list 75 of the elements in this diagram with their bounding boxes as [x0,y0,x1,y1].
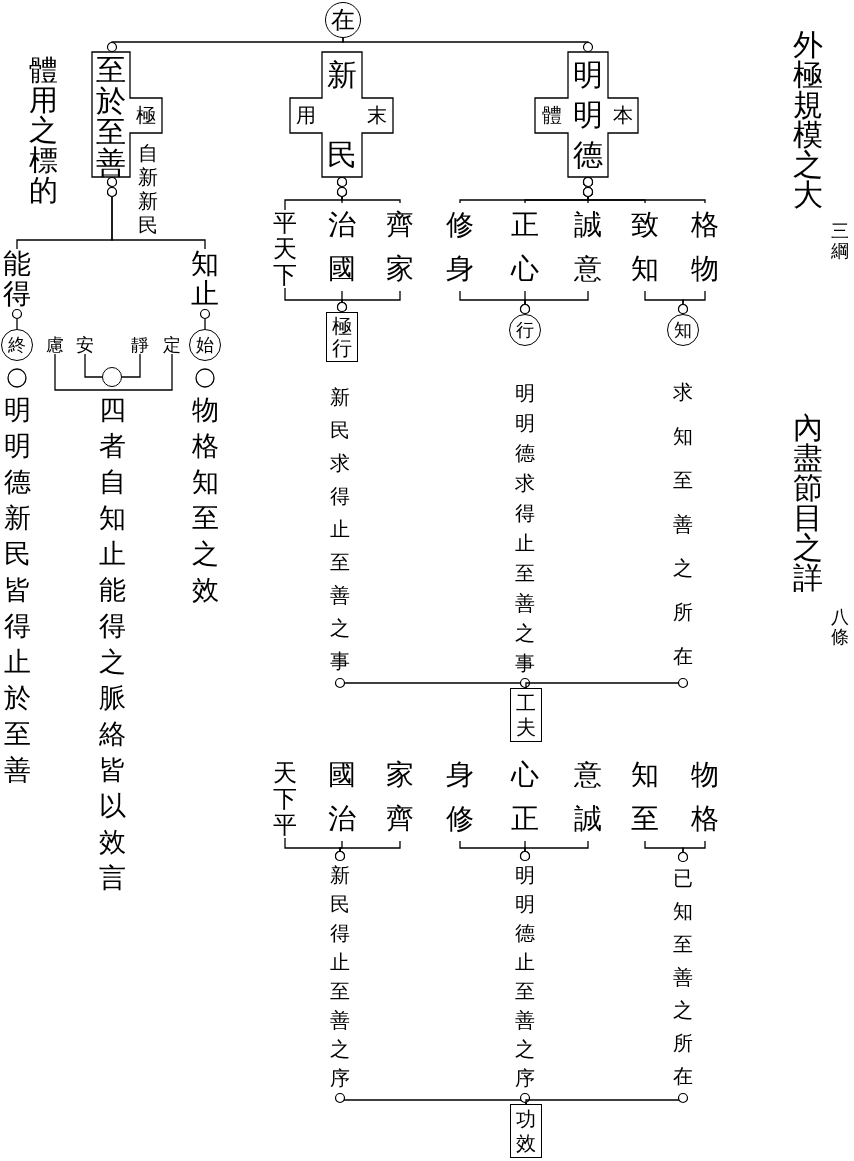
brace-line [677,840,706,863]
vertical-label: 定 [161,336,183,354]
connector-line [54,353,173,391]
vertical-label: 能得 [1,249,33,309]
circled-label: 在 [325,2,361,38]
box-text: 體 [541,105,563,125]
vertical-label: 求知至善之所在 [671,370,695,678]
box-text: 至於至善 [95,53,127,178]
box-text: 末 [366,105,388,125]
vertical-label: 修身 [444,203,476,291]
brace-line [582,176,706,204]
vertical-label: 身修 [444,753,476,841]
boxed-label: 工夫 [510,688,542,742]
circled-label: 始 [189,329,221,361]
box-text: 本 [612,105,634,125]
box-text: 新民 [326,56,358,174]
brace-line [677,290,706,315]
vertical-label: 意誠 [572,753,604,841]
brace-line [336,176,401,204]
circle [102,367,122,387]
vertical-label: 天下平 [271,760,299,838]
brace-line [336,290,401,313]
vertical-label: 慮 [44,336,66,354]
vertical-label: 致知 [629,203,661,291]
vertical-label: 治國 [326,203,358,291]
vertical-label: 新民求得止至善之事 [328,381,352,678]
vertical-label: 心正 [509,753,541,841]
connector-line [199,308,211,330]
connector-line [519,1092,531,1105]
vertical-label: 知至 [629,753,661,841]
box-text: 極 [135,104,157,126]
vertical-label: 正心 [509,203,541,291]
vertical-label: 體用之標的 [27,54,59,205]
vertical-label: 明明德新民皆得止於至善 [1,391,33,788]
circled-label: 知 [667,314,699,346]
vertical-label: 知止 [189,249,221,309]
box-text: 用 [295,105,317,125]
circled-label: 行 [509,314,541,346]
vertical-label: 安 [74,336,96,354]
vertical-label: 誠意 [572,203,604,291]
boxed-label: 功效 [510,1104,542,1158]
connector-line [342,37,594,53]
connector-line [525,1092,689,1105]
side-note: 自新新民 [137,141,159,237]
vertical-label: 八條 [830,607,850,647]
vertical-label: 四者自知止能得之脈絡皆以效言 [96,391,128,896]
vertical-label: 國治 [326,753,358,841]
vertical-label: 外極規模之大 [792,30,824,210]
connector-line [84,353,103,378]
brace-line [334,840,401,862]
vertical-label: 新民得止至善之序 [328,861,352,1093]
connector-line [519,677,531,689]
box-text: 明明德 [572,56,604,174]
connector-line [121,353,141,378]
vertical-label: 格物 [689,203,721,291]
brace-line [519,840,589,862]
boxed-label: 極行 [326,312,358,362]
vertical-label: 齊家 [384,203,416,291]
vertical-label: 已知至善之所在 [671,862,695,1093]
brace-line [519,290,589,315]
circled-label: 終 [1,329,33,361]
vertical-label: 平天下 [271,210,299,288]
vertical-label: 明明德求得止至善之事 [513,378,537,678]
vertical-label: 靜 [129,336,151,354]
connector-line [11,308,23,330]
vertical-label: 物格 [689,753,721,841]
cross-shaped-box [535,52,638,177]
connector-line [525,677,689,689]
vertical-label: 物格知至之效 [189,391,221,608]
brace-line [106,176,206,250]
cross-shaped-box [290,52,393,177]
vertical-label: 內盡節目之詳 [792,413,824,593]
vertical-label: 三綱 [830,221,850,261]
vertical-label: 明明德止至善之序 [513,861,537,1093]
vertical-label: 家齊 [384,753,416,841]
